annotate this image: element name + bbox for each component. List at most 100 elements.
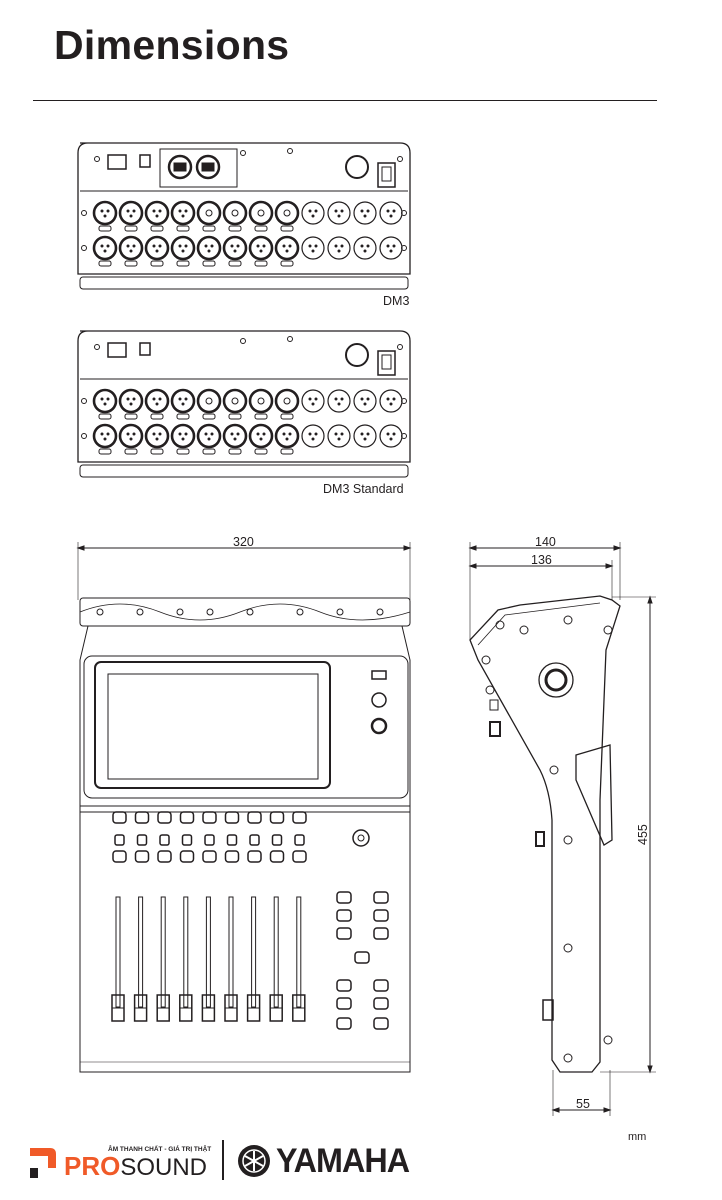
xlr-connector-icon xyxy=(170,388,196,414)
xlrm-connector-icon xyxy=(301,201,325,225)
xlr-pin xyxy=(363,437,367,441)
combo-jack xyxy=(205,209,213,217)
xlr-pin xyxy=(233,437,237,441)
xlr-pin xyxy=(158,244,162,248)
latch xyxy=(280,225,294,232)
channel-button xyxy=(134,811,150,824)
xlr-pin xyxy=(155,214,159,218)
xlr-pin xyxy=(314,397,318,401)
xlr-pin xyxy=(311,249,315,253)
xlr-pin xyxy=(334,244,338,248)
screw-icon xyxy=(563,1053,573,1063)
xlrm-connector-icon xyxy=(353,201,377,225)
xlr-pin xyxy=(230,244,234,248)
screw-icon xyxy=(81,398,87,404)
logo-divider xyxy=(222,1140,224,1180)
xlr-pin xyxy=(204,244,208,248)
xlr-pin xyxy=(386,209,390,213)
function-button xyxy=(336,1017,352,1030)
xlr-pin xyxy=(230,432,234,436)
xlr-pin xyxy=(184,209,188,213)
screw-icon xyxy=(240,150,246,156)
xlr-connector-icon xyxy=(170,423,196,449)
xlr-pin xyxy=(308,432,312,436)
combo-jack xyxy=(257,209,265,217)
latch xyxy=(176,448,190,455)
figure-label-dm3: DM3 xyxy=(383,294,410,308)
xlr-pin xyxy=(337,437,341,441)
depth-dimension-label: 140 xyxy=(535,535,556,549)
channel-button xyxy=(269,811,285,824)
xlr-pin xyxy=(363,249,367,253)
combo-jack xyxy=(231,209,239,217)
channel-button xyxy=(204,834,215,846)
xlr-pin xyxy=(158,432,162,436)
xlr-pin xyxy=(152,209,156,213)
strip-connector xyxy=(176,608,184,616)
function-button xyxy=(373,927,389,940)
fader-track xyxy=(138,896,144,1008)
xlr-pin xyxy=(340,244,344,248)
xlr-pin xyxy=(210,244,214,248)
screw-icon xyxy=(481,655,491,665)
xlr-pin xyxy=(184,397,188,401)
xlr-pin xyxy=(207,249,211,253)
function-button xyxy=(336,891,352,904)
channel-button xyxy=(159,834,170,846)
fader-track xyxy=(251,896,257,1008)
xlrm-connector-icon xyxy=(353,236,377,260)
power-inlet-icon xyxy=(345,343,369,367)
combo-jack xyxy=(283,209,291,217)
xlr-pin xyxy=(178,432,182,436)
combo-connector-icon xyxy=(222,200,248,226)
xlr-pin xyxy=(100,397,104,401)
latch xyxy=(176,260,190,267)
channel-button xyxy=(247,811,262,824)
function-button xyxy=(336,979,352,992)
screw-icon xyxy=(240,338,246,344)
xlr-pin xyxy=(132,432,136,436)
screw-icon xyxy=(603,1035,613,1045)
xlr-pin xyxy=(181,249,185,253)
latch xyxy=(254,225,268,232)
xlr-pin xyxy=(311,214,315,218)
screw-icon xyxy=(549,765,559,775)
xlr-pin xyxy=(178,244,182,248)
xlr-connector-icon xyxy=(170,235,196,261)
latch xyxy=(202,225,216,232)
xlr-pin xyxy=(155,402,159,406)
xlr-pin xyxy=(337,214,341,218)
xlr-pin xyxy=(204,432,208,436)
xlr-pin xyxy=(285,249,289,253)
xlr-connector-icon xyxy=(144,200,170,226)
xlr-pin xyxy=(360,209,364,213)
xlr-pin xyxy=(126,432,130,436)
xlr-pin xyxy=(386,432,390,436)
xlr-connector-icon xyxy=(144,423,170,449)
figure-label-dm3-standard: DM3 Standard xyxy=(323,482,404,496)
channel-button xyxy=(202,850,217,863)
xlr-pin xyxy=(366,397,370,401)
combo-connector-icon xyxy=(248,200,274,226)
combo-connector-icon xyxy=(222,388,248,414)
screw-icon xyxy=(397,156,403,162)
panel-outline xyxy=(77,142,411,275)
xlr-pin xyxy=(207,437,211,441)
xlr-pin xyxy=(392,397,396,401)
xlr-pin xyxy=(334,209,338,213)
xlr-pin xyxy=(129,249,133,253)
latch xyxy=(202,448,216,455)
xlr-pin xyxy=(236,244,240,248)
latch xyxy=(150,225,164,232)
fader-track xyxy=(115,896,121,1008)
screw-icon xyxy=(397,344,403,350)
xlr-pin xyxy=(103,437,107,441)
channel-button xyxy=(157,811,172,824)
xlr-pin xyxy=(129,437,133,441)
screw-icon xyxy=(401,210,407,216)
combo-connector-icon xyxy=(274,388,300,414)
xlr-pin xyxy=(236,432,240,436)
screw-icon xyxy=(563,835,573,845)
channel-button xyxy=(134,850,150,863)
xlr-connector-icon xyxy=(222,423,248,449)
